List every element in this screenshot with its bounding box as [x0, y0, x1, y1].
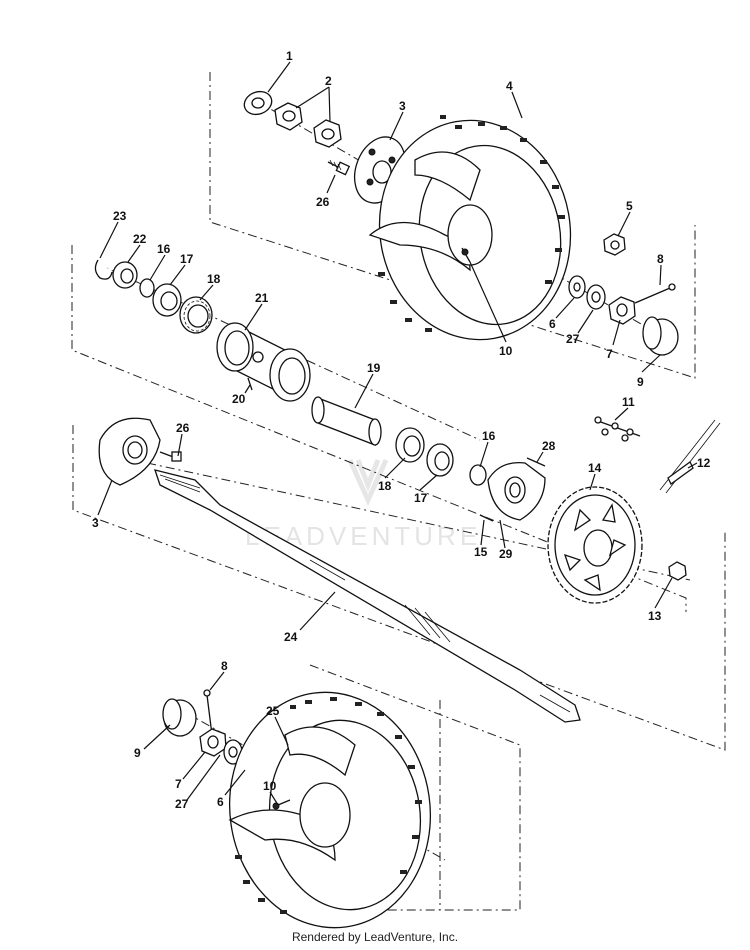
callout-9-lower: 9 — [134, 746, 141, 760]
spacer-17-lower — [426, 443, 454, 477]
bearing-carrier-assembly — [94, 259, 382, 446]
callout-26: 26 — [316, 195, 330, 209]
stud-29 — [479, 514, 494, 522]
washer-27-upper — [586, 284, 606, 310]
callout-10-lower: 10 — [263, 779, 277, 793]
callout-18-lower: 18 — [378, 479, 392, 493]
callout-6: 6 — [549, 317, 556, 331]
callout-8: 8 — [657, 252, 664, 266]
callout-11: 11 — [622, 395, 635, 409]
callout-2: 2 — [325, 74, 332, 88]
washer-6-upper — [568, 275, 586, 299]
upper-wheel-assembly — [243, 90, 679, 356]
callout-17-lower: 17 — [414, 491, 428, 505]
sprocket-14 — [547, 486, 643, 604]
callout-29: 29 — [499, 547, 513, 561]
callout-25: 25 — [266, 704, 280, 718]
spacer-17-upper — [152, 283, 182, 317]
tube-19 — [311, 396, 382, 446]
callout-1: 1 — [286, 49, 293, 63]
nut-5 — [603, 233, 626, 256]
chain-11 — [594, 416, 641, 442]
ring-16-lower — [469, 464, 487, 486]
axle-24 — [154, 469, 581, 723]
cap-9-upper — [642, 316, 679, 356]
tire-25 — [228, 691, 432, 929]
footer-credit: Rendered by LeadVenture, Inc. — [291, 930, 459, 944]
fitting-20 — [247, 377, 253, 391]
callout-27-lower: 27 — [175, 797, 189, 811]
callout-7-lower: 7 — [175, 777, 182, 791]
nut-2b — [313, 119, 342, 148]
callout-16: 16 — [157, 242, 171, 256]
cotter-pin-8-lower — [203, 689, 213, 736]
washer-1 — [243, 90, 273, 116]
seal-22 — [112, 261, 138, 289]
leader-lines — [97, 61, 698, 806]
ring-16-upper — [139, 278, 155, 298]
bolt-26-upper — [327, 159, 351, 176]
callout-9: 9 — [637, 375, 644, 389]
hub-3-lower — [98, 417, 161, 486]
bearing-18-upper — [179, 296, 213, 334]
cap-9-lower — [162, 698, 197, 737]
tire-4 — [368, 115, 572, 341]
callout-19: 19 — [367, 361, 381, 375]
callout-7: 7 — [606, 347, 613, 361]
lower-wheel-assembly — [162, 689, 432, 929]
callout-17: 17 — [180, 252, 194, 266]
callout-26-lower: 26 — [176, 421, 190, 435]
callout-13: 13 — [648, 609, 662, 623]
callout-4: 4 — [506, 79, 513, 93]
callout-23: 23 — [113, 209, 127, 223]
chain-12 — [659, 419, 721, 494]
snap-ring-23 — [94, 259, 113, 280]
callout-22: 22 — [133, 232, 147, 246]
bearing-18-lower — [395, 427, 425, 463]
stud-28 — [526, 457, 546, 467]
nut-13 — [668, 561, 687, 581]
callout-12: 12 — [697, 456, 711, 470]
callout-24: 24 — [284, 630, 298, 644]
callout-10: 10 — [499, 344, 513, 358]
callout-20: 20 — [232, 392, 246, 406]
callout-27: 27 — [566, 332, 580, 346]
callout-6-lower: 6 — [217, 795, 224, 809]
callout-21: 21 — [255, 291, 269, 305]
castle-nut-7-upper — [608, 296, 636, 325]
callout-3-lower: 3 — [92, 516, 99, 530]
axle-sprocket-assembly — [98, 416, 721, 723]
cotter-pin-8-upper — [634, 283, 676, 304]
nut-2a — [274, 102, 303, 131]
bolt-26-lower — [159, 451, 182, 462]
callout-labels: 1 2 3 4 5 6 27 7 8 9 10 26 23 22 16 17 1… — [92, 49, 711, 811]
callout-28: 28 — [542, 439, 556, 453]
callout-16-lower: 16 — [482, 429, 496, 443]
carrier-21 — [216, 322, 311, 402]
sprocket-hub-15 — [487, 461, 546, 521]
callout-8-lower: 8 — [221, 659, 228, 673]
callout-3: 3 — [399, 99, 406, 113]
valve-10-upper — [461, 247, 471, 263]
callout-5: 5 — [626, 199, 633, 213]
castle-nut-7-lower — [199, 728, 227, 757]
callout-15: 15 — [474, 545, 488, 559]
callout-18: 18 — [207, 272, 221, 286]
callout-14: 14 — [588, 461, 602, 475]
